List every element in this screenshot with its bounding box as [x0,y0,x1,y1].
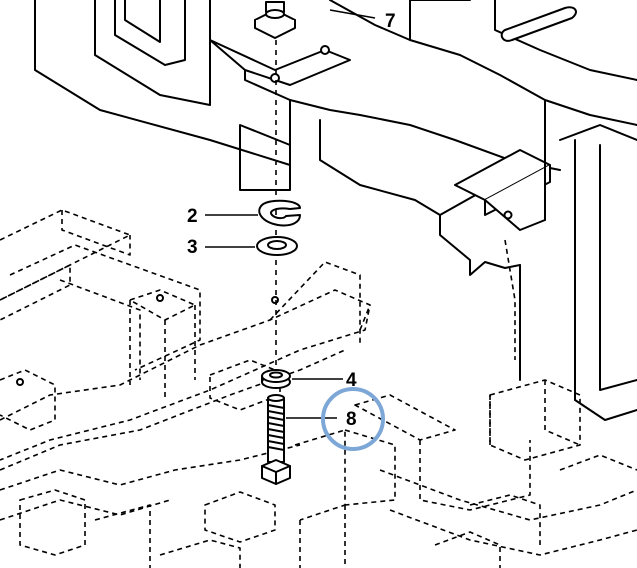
leader-7 [329,9,376,19]
callout-label-2: 2 [187,206,198,227]
part-7-top-bolt [254,1,296,39]
lower-frame-hidden-lines [0,209,637,568]
callout-label-7: 7 [385,11,396,32]
part-8-bolt [261,394,291,485]
callout-label-8: 8 [346,409,357,430]
callout-leaders [205,9,376,419]
part-2-u-clip [258,199,301,227]
callout-label-4: 4 [346,370,357,391]
callout-label-3: 3 [187,237,198,258]
part-4-thick-washer [261,369,291,389]
circle-highlight-icon [321,387,385,451]
part-3-flat-washer [256,236,298,256]
upper-body-structure [16,0,637,421]
